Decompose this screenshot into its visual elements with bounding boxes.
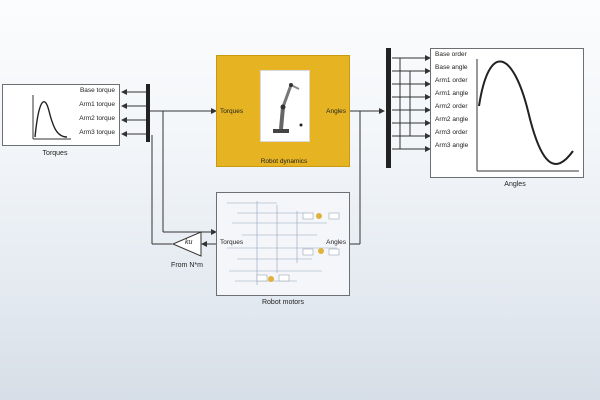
gain-block[interactable]: [172, 231, 202, 257]
angles-port-4: Arm2 order: [435, 103, 468, 110]
torques-caption: Torques: [42, 150, 68, 157]
torques-port-0: Base torque: [79, 87, 115, 94]
gain-symbol: ku: [185, 239, 193, 246]
robot-arm-icon: [260, 70, 310, 142]
motors-caption: Robot motors: [261, 299, 305, 306]
motors-subsystem-preview: [227, 201, 340, 285]
angles-bus-bar: [386, 48, 391, 168]
angles-port-6: Arm3 order: [435, 129, 468, 136]
angles-port-1: Base angle: [435, 64, 468, 71]
angles-port-7: Arm3 angle: [435, 142, 469, 149]
robot-motors-block[interactable]: Torques Angles: [216, 192, 350, 296]
gain-caption: From N*m: [171, 262, 203, 269]
torques-plot: [32, 95, 71, 140]
angles-scope[interactable]: Base order Base angle Arm1 order Arm1 an…: [430, 48, 584, 178]
angles-port-2: Arm1 order: [435, 77, 468, 84]
torques-port-1: Arm1 torque: [79, 101, 115, 108]
torques-port-2: Arm2 torque: [79, 115, 115, 122]
motors-output-port: Angles: [326, 239, 346, 246]
angles-plot: [476, 59, 579, 172]
dynamics-input-port: Torques: [220, 108, 244, 115]
dynamics-output-port: Angles: [326, 108, 346, 115]
angles-port-5: Arm2 angle: [435, 116, 469, 123]
angles-port-3: Arm1 angle: [435, 90, 469, 97]
torques-port-3: Arm3 torque: [79, 129, 115, 136]
angles-port-0: Base order: [435, 51, 467, 58]
robot-dynamics-block[interactable]: Torques Angles Robot dynamics: [216, 55, 350, 167]
motors-input-port: Torques: [220, 239, 244, 246]
dynamics-caption: Robot dynamics: [260, 158, 308, 165]
torques-scope[interactable]: Base torque Arm1 torque Arm2 torque Arm3…: [2, 84, 120, 146]
angles-caption: Angles: [504, 181, 526, 188]
torques-mux-bar: [146, 84, 150, 142]
